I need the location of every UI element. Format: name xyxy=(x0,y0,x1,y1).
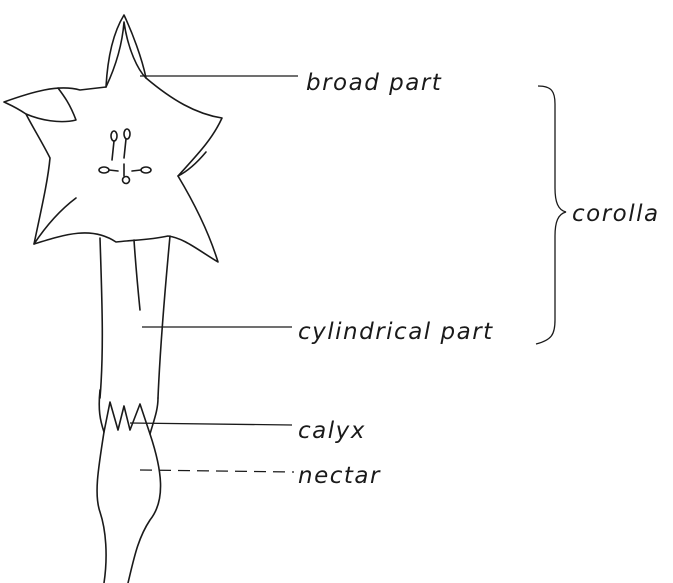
corolla-limb xyxy=(4,15,222,262)
label-cylindrical-part: cylindrical part xyxy=(298,319,494,345)
label-nectar: nectar xyxy=(298,463,381,489)
flower-drawing xyxy=(4,15,222,583)
calyx-shape xyxy=(99,390,158,434)
label-calyx: calyx xyxy=(298,418,366,444)
leader-calyx xyxy=(130,423,292,425)
corolla-bracket xyxy=(536,86,566,344)
label-corolla: corolla xyxy=(572,201,660,227)
receptacle xyxy=(97,432,161,583)
leader-nectar xyxy=(140,470,294,472)
label-broad-part: broad part xyxy=(306,70,442,96)
stamens xyxy=(99,129,151,184)
tube-inner-line xyxy=(134,240,140,310)
